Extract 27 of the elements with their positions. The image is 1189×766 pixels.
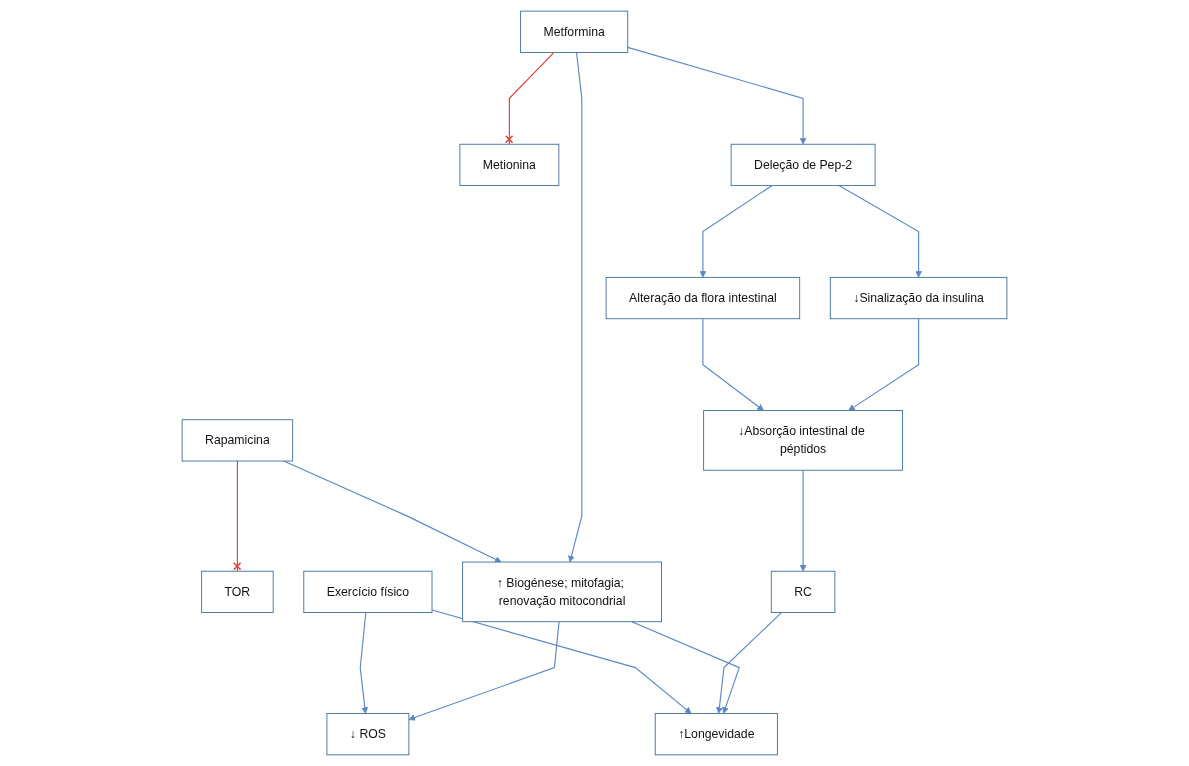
- arrow: [799, 469, 807, 572]
- node-box: Alteração da flora intestinal: [605, 276, 801, 320]
- arrow: [568, 51, 583, 563]
- node-box: ↓Sinalização da insulina: [829, 276, 1008, 320]
- node-box: RC: [770, 570, 836, 613]
- arrow: [627, 46, 807, 145]
- connector: [232, 460, 242, 572]
- node-box: ↑ Biogénese; mitofagia; renovação mitocondrial: [462, 561, 662, 623]
- arrow: [359, 611, 369, 714]
- node-box: ↑Longevidade: [654, 713, 778, 756]
- node-box: Exercício físico: [303, 570, 433, 613]
- arrow: [631, 621, 740, 714]
- arrow: [431, 609, 692, 714]
- node-box: TOR: [201, 570, 274, 613]
- node-box: Deleção de Pep-2: [730, 143, 876, 187]
- arrow: [838, 185, 922, 278]
- arrow: [408, 621, 560, 721]
- arrow: [699, 185, 773, 278]
- arrow: [848, 318, 920, 411]
- node-box: Rapamicina: [181, 419, 294, 462]
- connector: [504, 51, 555, 145]
- arrow: [702, 318, 764, 411]
- node-box: Metionina: [459, 143, 560, 187]
- node-box: ↓ ROS: [326, 713, 410, 756]
- node-box: ↓Absorção intestinal de péptidos: [703, 410, 903, 471]
- node-box: Metformina: [520, 10, 629, 53]
- arrow: [716, 611, 783, 714]
